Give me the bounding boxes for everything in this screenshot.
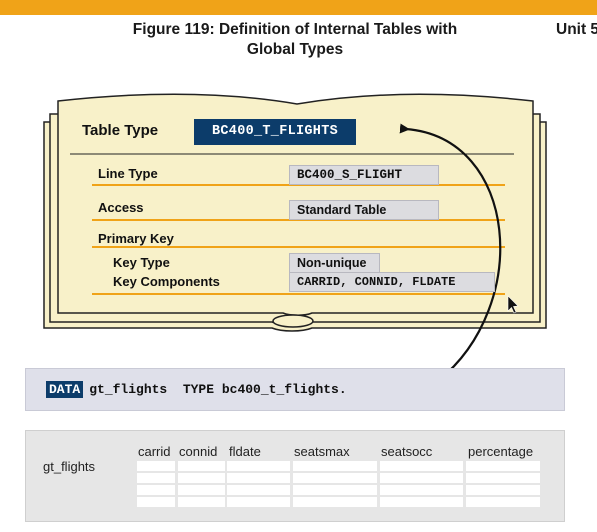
table-cell — [227, 485, 290, 495]
figure-title-line-2: Global Types — [246, 41, 344, 58]
key-type-value: Non-unique — [289, 253, 380, 273]
table-cell — [178, 497, 225, 507]
access-value: Standard Table — [289, 200, 439, 220]
code-panel — [25, 368, 565, 411]
column-header: seatsmax — [294, 444, 350, 459]
table-cell — [137, 497, 175, 507]
unit-label: Unit 5 — [556, 21, 597, 38]
line-type-value: BC400_S_FLIGHT — [289, 165, 439, 185]
table-cell — [293, 473, 377, 483]
table-cell — [178, 485, 225, 495]
table-cell — [137, 473, 175, 483]
table-cell — [293, 497, 377, 507]
table-cell — [380, 497, 463, 507]
table-cell — [227, 461, 290, 471]
data-keyword: DATA — [46, 381, 84, 398]
key-components-label: Key Components — [113, 274, 220, 289]
code-rest: gt_flights TYPE bc400_t_flights. — [89, 382, 347, 397]
table-cell — [137, 485, 175, 495]
table-cell — [227, 497, 290, 507]
table-type-label: Table Type — [82, 122, 159, 139]
mouse-cursor-icon — [507, 295, 519, 314]
table-cell — [137, 461, 175, 471]
table-cell — [466, 485, 540, 495]
table-type-value: BC400_T_FLIGHTS — [194, 119, 356, 145]
row-name: gt_flights — [43, 459, 96, 474]
column-header: carrid — [138, 444, 171, 459]
table-cell — [293, 461, 377, 471]
book-spine — [272, 314, 314, 328]
key-components-value: CARRID, CONNID, FLDATE — [289, 272, 495, 292]
access-label: Access — [98, 200, 144, 215]
table-cell — [466, 473, 540, 483]
code-statement: DATA gt_flights TYPE bc400_t_flights. — [46, 381, 347, 398]
table-cell — [178, 461, 225, 471]
table-cell — [227, 473, 290, 483]
top-accent-bar — [0, 0, 597, 15]
table-cell — [380, 473, 463, 483]
figure-title-line-1: Figure 119: Definition of Internal Table… — [132, 21, 458, 38]
table-cell — [178, 473, 225, 483]
table-cell — [380, 485, 463, 495]
table-cell — [466, 497, 540, 507]
figure-title: Figure 119: Definition of Internal Table… — [100, 20, 490, 60]
table-cell — [466, 461, 540, 471]
curved-arrow — [399, 123, 502, 384]
column-header: percentage — [468, 444, 534, 459]
table-cell — [380, 461, 463, 471]
column-header: connid — [179, 444, 218, 459]
line-type-label: Line Type — [98, 166, 158, 181]
column-header: seatsocc — [381, 444, 433, 459]
primary-key-label: Primary Key — [98, 231, 174, 246]
table-cell — [293, 485, 377, 495]
column-header: fldate — [229, 444, 261, 459]
key-type-label: Key Type — [113, 255, 170, 270]
